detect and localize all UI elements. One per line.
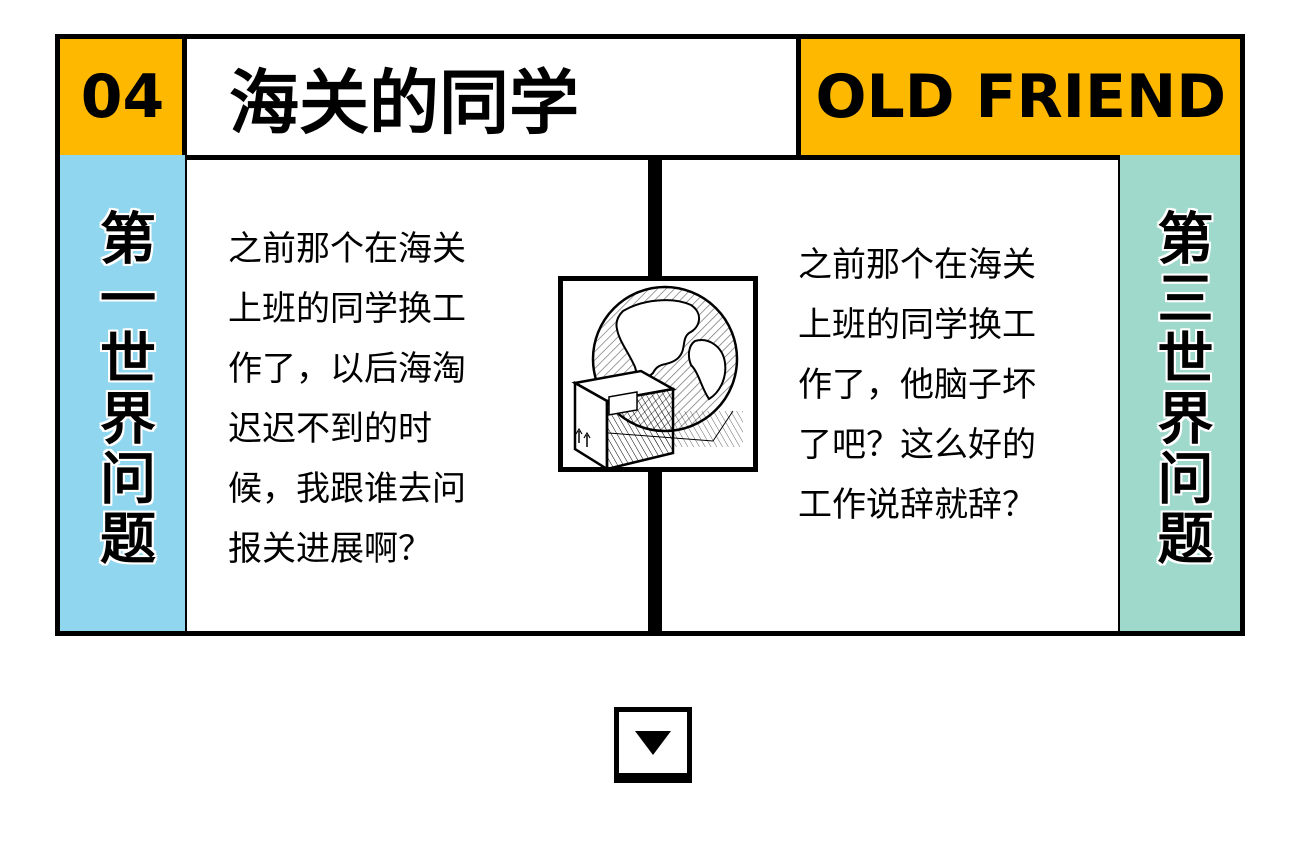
globe-with-package-icon	[571, 285, 743, 467]
third-world-label-panel: 第三世界问题	[1120, 155, 1240, 631]
globe-illustration-box	[558, 276, 758, 472]
episode-number: 04	[60, 39, 185, 155]
header-right-divider	[796, 39, 801, 155]
triangle-down-icon	[635, 730, 671, 755]
page-title: 海关的同学	[229, 61, 579, 144]
third-world-text: 之前那个在海关 上班的同学换工 作了，他脑子坏 了吧？这么好的 工作说辞就辞？	[798, 245, 1036, 525]
first-world-label: 第一世界问题	[90, 209, 156, 569]
comic-frame: 04 海关的同学 OLD FRIEND 第一世界问题 第三世界问题 之前那个在海…	[55, 34, 1245, 636]
third-world-label: 第三世界问题	[1148, 209, 1213, 569]
first-world-label-panel: 第一世界问题	[60, 155, 185, 631]
first-world-text: 之前那个在海关 上班的同学换工 作了，以后海淘 迟迟不到的时 候，我跟谁去问 报…	[228, 229, 466, 569]
next-button[interactable]	[614, 707, 692, 783]
english-title: OLD FRIEND	[798, 39, 1240, 155]
